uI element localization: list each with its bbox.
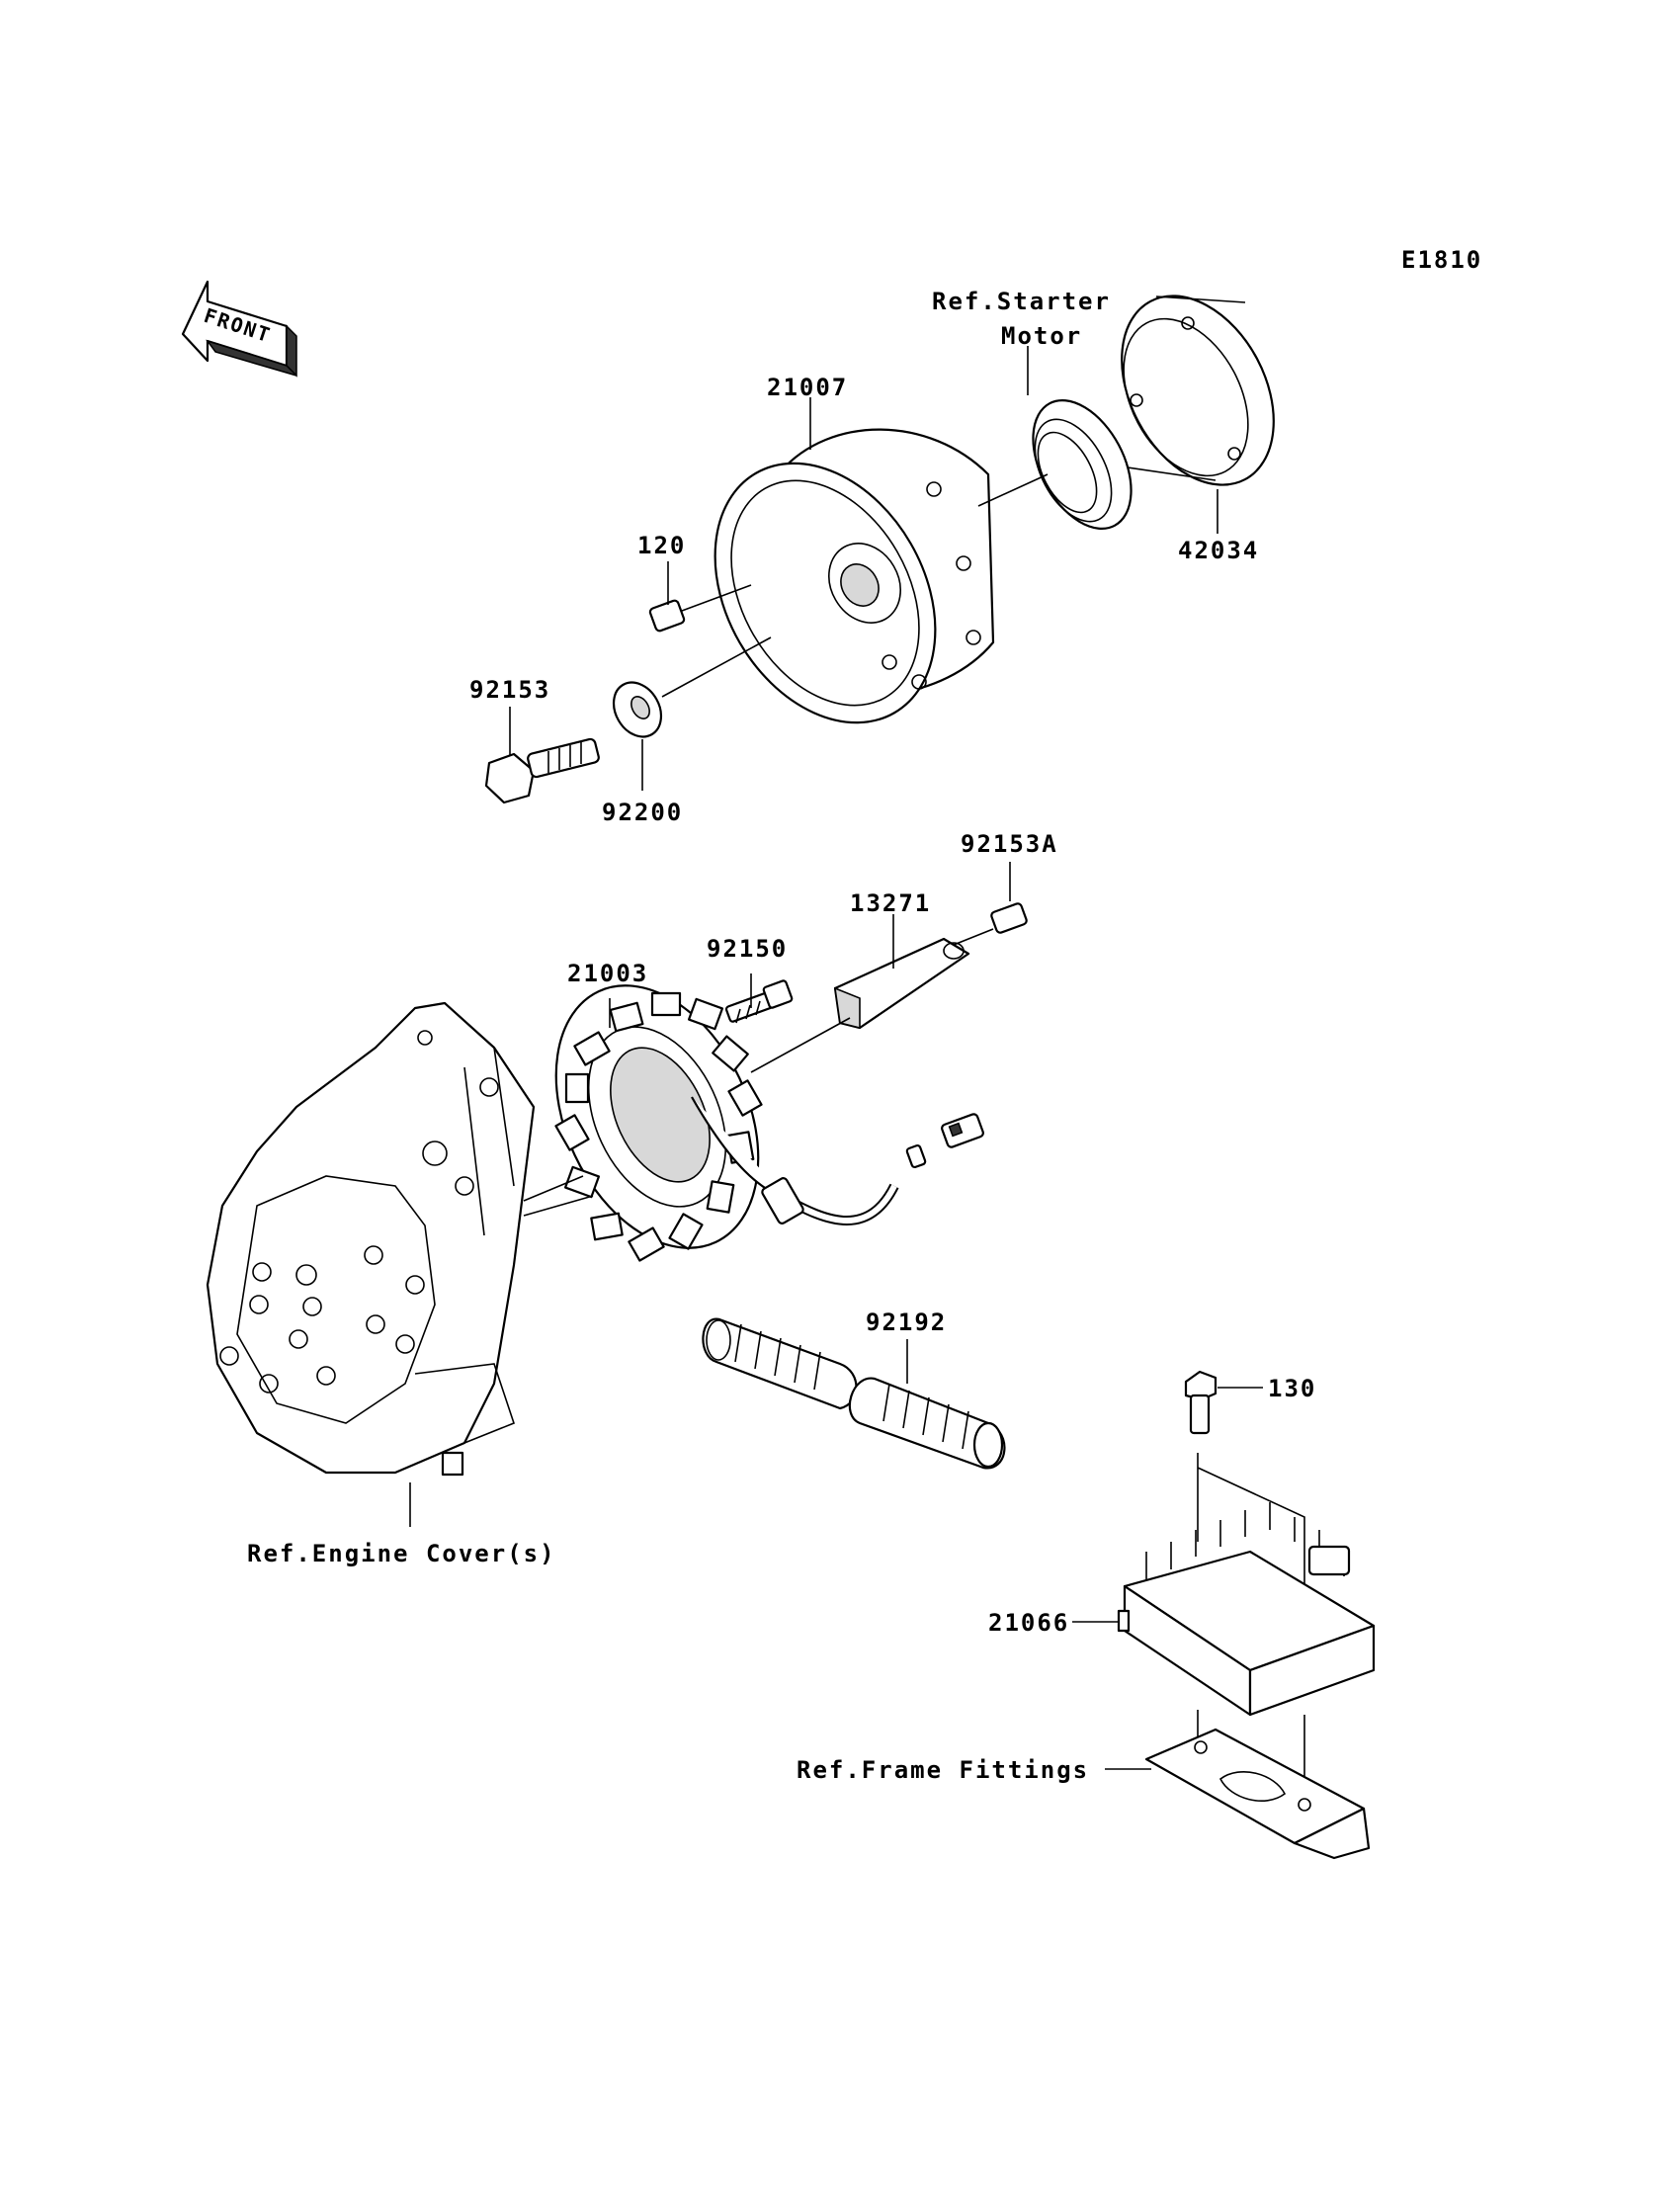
frame-bracket <box>1144 1728 1371 1860</box>
flywheel-part-number: 21007 <box>767 374 848 401</box>
starter-ref-line2: Motor <box>1001 322 1082 350</box>
regulator-bolt-130 <box>1184 1370 1263 1435</box>
stator-part-number: 21003 <box>567 960 648 987</box>
diagram-code: E1810 <box>1401 246 1482 274</box>
bolt-92153 <box>484 737 600 804</box>
starter-clutch <box>1032 399 1133 530</box>
washer-92200 <box>612 636 772 738</box>
regulator-bolt-part-number: 130 <box>1268 1375 1316 1402</box>
stator-21003 <box>554 984 984 1262</box>
front-arrow-icon: FRONT <box>181 280 297 378</box>
tube-part-number: 92192 <box>866 1309 947 1336</box>
frame-ref: Ref.Frame Fittings <box>797 1756 1089 1784</box>
regulator-21066 <box>1117 1502 1376 1717</box>
clamp-part-number: 13271 <box>850 889 931 917</box>
plug-part-number: 120 <box>637 532 686 559</box>
starter-gear <box>1106 295 1275 486</box>
clamp-13271 <box>833 937 970 1030</box>
regulator-part-number: 21066 <box>988 1609 1069 1637</box>
engine-cover <box>206 1001 594 1477</box>
engine-cover-ref: Ref.Engine Cover(s) <box>247 1540 556 1567</box>
screw-92150 <box>724 979 794 1024</box>
plug-120 <box>648 584 752 633</box>
flywheel-rotor <box>714 428 995 724</box>
gear-part-number: 42034 <box>1178 537 1259 564</box>
washer-part-number: 92200 <box>602 799 683 826</box>
bolt-92153A <box>948 902 1028 948</box>
bolt-part-number: 92153 <box>469 676 550 704</box>
starter-ref-line1: Ref.Starter <box>932 288 1111 315</box>
screw-part-number: 92150 <box>707 935 788 963</box>
tube-92192 <box>702 1317 1006 1470</box>
clamp-bolt-part-number: 92153A <box>961 830 1058 858</box>
